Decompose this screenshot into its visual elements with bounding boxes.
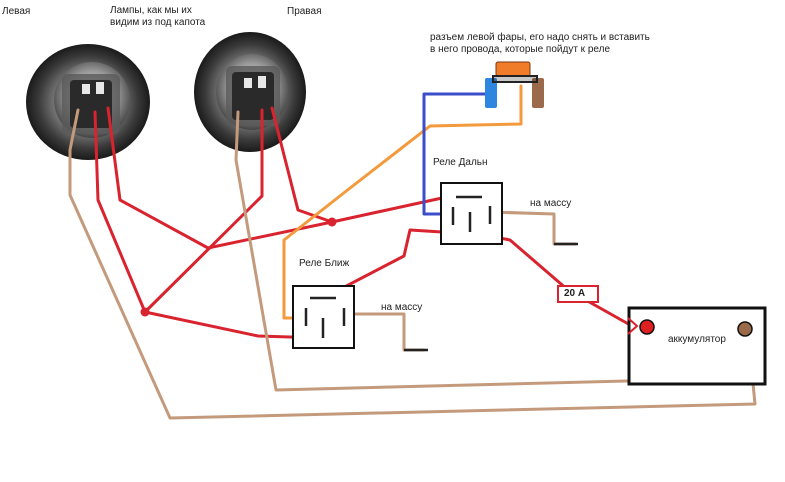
red-wire [270, 106, 334, 224]
left-lamp-image [26, 44, 150, 160]
junction-dot [140, 307, 150, 317]
battery-positive-terminal [639, 319, 655, 335]
red-wire [330, 196, 460, 224]
right-lamp-label: Правая [287, 6, 322, 17]
left-lamp-label: Левая [2, 6, 31, 17]
fuse-box [557, 285, 599, 303]
red-wire [106, 106, 334, 250]
red-wire [93, 110, 147, 314]
ground-low-label: на массу [381, 302, 423, 313]
relay-low-beam [292, 285, 355, 349]
connector-note-line2: в него провода, которые пойдут к реле [430, 44, 611, 55]
blue-wires [422, 92, 489, 216]
junction-dot [327, 217, 337, 227]
battery-negative-terminal [737, 321, 753, 337]
connector-note-line1: разъем левой фары, его надо снять и вста… [430, 32, 650, 43]
orange-wire [282, 84, 523, 320]
right-lamp-image [194, 32, 306, 152]
lamps-caption-line2: видим из под капота [110, 17, 206, 28]
relay-high-label: Реле Дальн [433, 157, 488, 168]
relay-high-beam [440, 182, 503, 245]
brown-wire [344, 312, 426, 352]
red-wire [306, 228, 444, 308]
ground-high-label: на массу [530, 198, 572, 209]
red-wires [93, 106, 634, 340]
red-wire [143, 108, 264, 314]
battery-label: аккумулятор [668, 334, 726, 345]
orange-wires [282, 84, 523, 320]
brown-wire [68, 108, 757, 420]
blue-wire [422, 92, 489, 216]
lamps-caption-line1: Лампы, как мы их [110, 5, 192, 16]
relay-low-label: Реле Ближ [299, 258, 350, 269]
left-headlight-connector [485, 61, 544, 108]
red-wire [468, 230, 634, 328]
battery [627, 306, 767, 386]
fuse-label: 20 А [564, 288, 586, 299]
